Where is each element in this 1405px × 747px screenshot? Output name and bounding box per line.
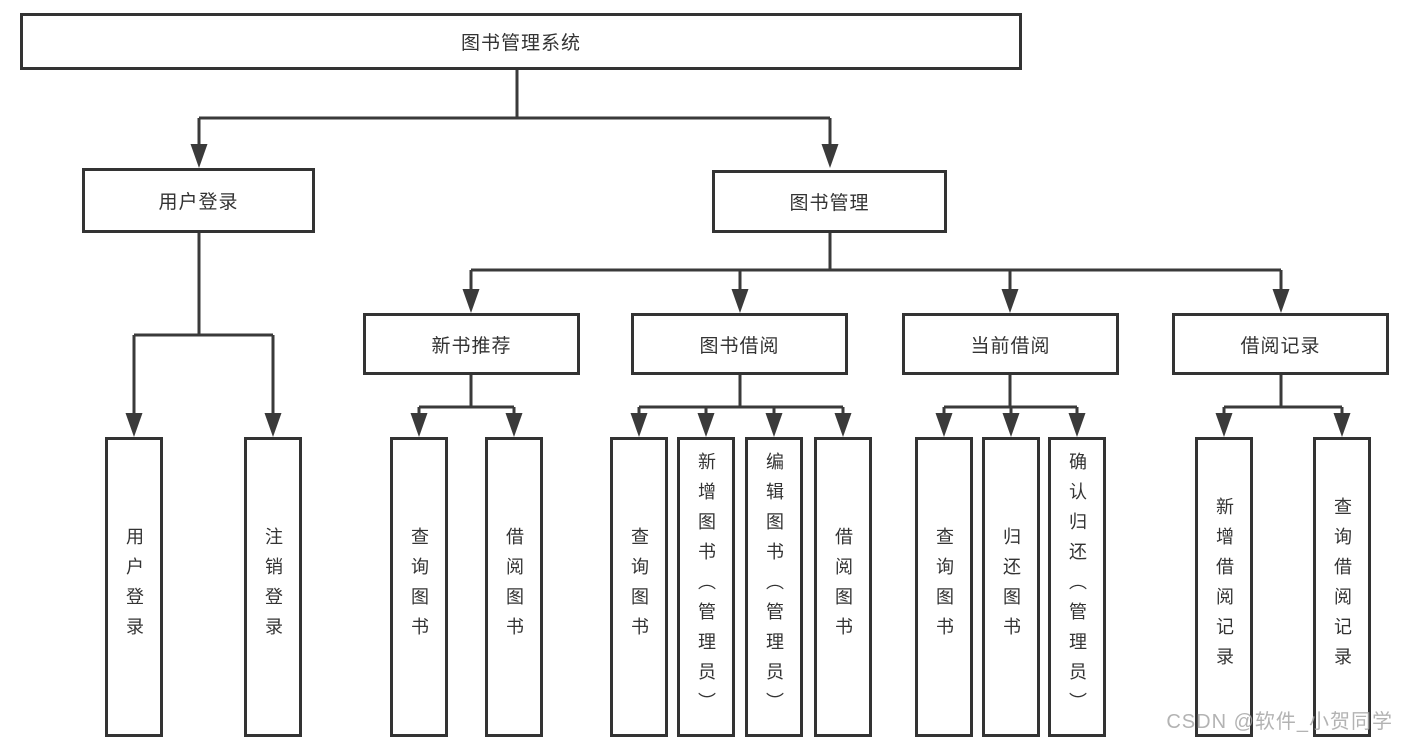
arrowhead-icon xyxy=(731,289,749,313)
leaf-logout: 注销登录 xyxy=(244,437,302,737)
node-book-management-label: 图书管理 xyxy=(789,193,870,214)
arrowhead-icon xyxy=(765,413,783,437)
node-new-book-recommend-label: 新书推荐 xyxy=(431,335,512,357)
arrowhead-icon xyxy=(462,289,480,313)
leaf-add-book-admin: 新增图书（管理员） xyxy=(677,437,735,737)
leaf-add-borrow-record-label: 新增借阅记录 xyxy=(1214,497,1234,677)
leaf-user-login-label: 用户登录 xyxy=(124,527,144,647)
arrowhead-icon xyxy=(821,144,839,168)
arrowhead-icon xyxy=(630,413,648,437)
node-user-login: 用户登录 xyxy=(82,168,315,233)
node-book-management: 图书管理 xyxy=(712,170,947,233)
leaf-query-books-2-label: 查询图书 xyxy=(629,527,649,647)
arrowhead-icon xyxy=(125,413,143,437)
node-user-login-label: 用户登录 xyxy=(158,192,239,213)
leaf-edit-book-admin-label: 编辑图书（管理员） xyxy=(764,452,784,722)
connector-path xyxy=(942,375,1079,417)
leaf-borrow-books-2-label: 借阅图书 xyxy=(833,527,853,647)
leaf-query-books-2: 查询图书 xyxy=(610,437,668,737)
leaf-return-book-label: 归还图书 xyxy=(1001,527,1021,647)
node-root: 图书管理系统 xyxy=(20,13,1022,70)
connector-path xyxy=(469,233,1283,293)
leaf-borrow-books-1-label: 借阅图书 xyxy=(504,527,524,647)
leaf-add-borrow-record: 新增借阅记录 xyxy=(1195,437,1253,737)
leaf-confirm-return-admin: 确认归还（管理员） xyxy=(1048,437,1106,737)
leaf-query-books-3: 查询图书 xyxy=(915,437,973,737)
leaf-logout-label: 注销登录 xyxy=(263,527,283,647)
arrowhead-icon xyxy=(505,413,523,437)
leaf-query-books-1-label: 查询图书 xyxy=(409,527,429,647)
leaf-add-book-admin-label: 新增图书（管理员） xyxy=(696,452,716,722)
arrowhead-icon xyxy=(697,413,715,437)
leaf-return-book: 归还图书 xyxy=(982,437,1040,737)
arrowhead-icon xyxy=(834,413,852,437)
leaf-query-books-1: 查询图书 xyxy=(390,437,448,737)
connector-path xyxy=(132,233,275,417)
leaf-borrow-books-2: 借阅图书 xyxy=(814,437,872,737)
arrowhead-icon xyxy=(264,413,282,437)
connector-path xyxy=(197,70,832,148)
arrowhead-icon xyxy=(1333,413,1351,437)
node-new-book-recommend: 新书推荐 xyxy=(363,313,580,375)
arrowhead-icon xyxy=(1272,289,1290,313)
connector-path xyxy=(417,375,516,417)
node-borrow-records-label: 借阅记录 xyxy=(1240,335,1321,357)
watermark-text: CSDN @软件_小贺同学 xyxy=(1166,711,1393,733)
arrowhead-icon xyxy=(190,144,208,168)
arrowhead-icon xyxy=(1215,413,1233,437)
node-book-borrow: 图书借阅 xyxy=(631,313,848,375)
leaf-edit-book-admin: 编辑图书（管理员） xyxy=(745,437,803,737)
connector-path xyxy=(637,375,845,417)
arrowhead-icon xyxy=(410,413,428,437)
node-borrow-records: 借阅记录 xyxy=(1172,313,1389,375)
arrowhead-icon xyxy=(1001,289,1019,313)
leaf-query-borrow-record: 查询借阅记录 xyxy=(1313,437,1371,737)
leaf-query-borrow-record-label: 查询借阅记录 xyxy=(1332,497,1352,677)
node-current-borrow-label: 当前借阅 xyxy=(970,335,1051,357)
arrowhead-icon xyxy=(1002,413,1020,437)
connector-path xyxy=(1222,375,1344,417)
leaf-confirm-return-admin-label: 确认归还（管理员） xyxy=(1067,452,1087,722)
node-book-borrow-label: 图书借阅 xyxy=(699,335,780,357)
node-current-borrow: 当前借阅 xyxy=(902,313,1119,375)
leaf-query-books-3-label: 查询图书 xyxy=(934,527,954,647)
node-root-label: 图书管理系统 xyxy=(460,33,581,54)
arrowhead-icon xyxy=(935,413,953,437)
arrowhead-icon xyxy=(1068,413,1086,437)
leaf-borrow-books-1: 借阅图书 xyxy=(485,437,543,737)
leaf-user-login: 用户登录 xyxy=(105,437,163,737)
